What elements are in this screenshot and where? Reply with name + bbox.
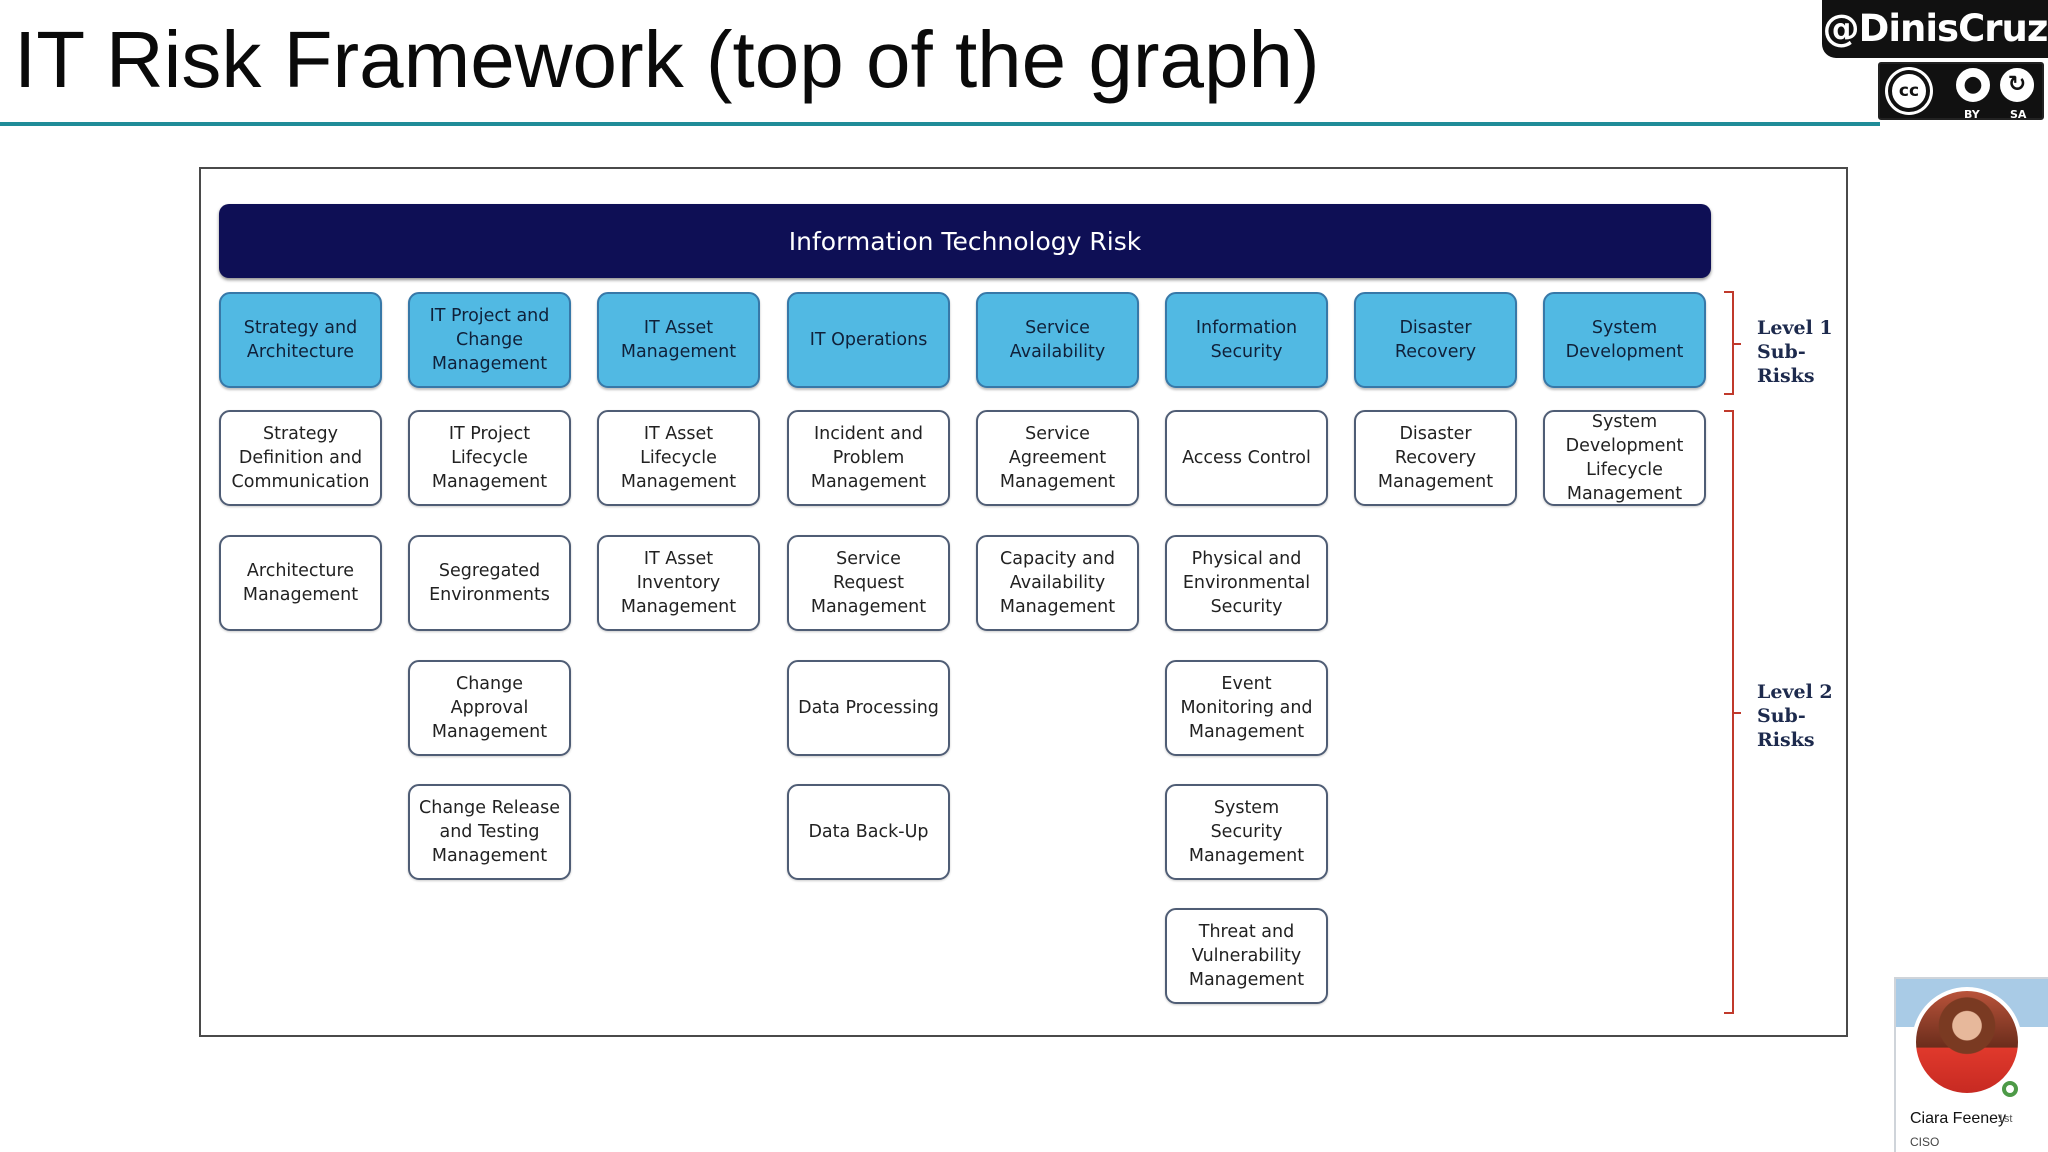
level2-risk-node: IT Asset Lifecycle Management [597,410,760,506]
level1-risk-node: IT Asset Management [597,292,760,388]
slide-title: IT Risk Framework (top of the graph) [14,15,1320,104]
level2-risk-node: Event Monitoring and Management [1165,660,1328,756]
level-2-bracket [1724,410,1741,1014]
level2-risk-node: Change Approval Management [408,660,571,756]
level1-risk-node: Strategy and Architecture [219,292,382,388]
level1-risk-node: System Development [1543,292,1706,388]
level2-risk-node: IT Asset Inventory Management [597,535,760,631]
level2-risk-node: Data Back-Up [787,784,950,880]
share-alike-icon: ↻ [2000,68,2034,102]
title-divider [0,122,1880,126]
level2-risk-node: Strategy Definition and Communication [219,410,382,506]
level1-risk-node: Disaster Recovery [1354,292,1517,388]
level2-risk-node: System Security Management [1165,784,1328,880]
level2-risk-node: Threat and Vulnerability Management [1165,908,1328,1004]
level-1-label: Level 1 Sub-Risks [1757,317,1833,387]
level1-risk-node: IT Operations [787,292,950,388]
license-by-label: BY [1964,108,1980,121]
participant-video-tile[interactable]: Ciara Feeney · 1st CISO [1894,977,2048,1152]
connection-degree: · 1st [1991,1113,2013,1125]
level2-risk-node: Physical and Environmental Security [1165,535,1328,631]
level1-risk-node: Information Security [1165,292,1328,388]
level1-risk-node: Service Availability [976,292,1139,388]
license-sa-label: SA [2010,108,2027,121]
participant-name: Ciara Feeney [1910,1110,2007,1127]
level2-risk-node: Segregated Environments [408,535,571,631]
level2-risk-node: Access Control [1165,410,1328,506]
level2-risk-node: Incident and Problem Management [787,410,950,506]
level1-risk-node: IT Project and Change Management [408,292,571,388]
level2-risk-node: Change Release and Testing Management [408,784,571,880]
level2-risk-node: Architecture Management [219,535,382,631]
level2-risk-node: Disaster Recovery Management [1354,410,1517,506]
online-status-icon [2002,1081,2018,1097]
cc-license-badge: cc ● ↻ BY SA [1878,62,2044,121]
author-handle-badge: @DinisCruz [1822,0,2048,58]
creative-commons-icon: cc [1888,70,1930,112]
level2-risk-node: System Development Lifecycle Management [1543,410,1706,506]
level-1-bracket [1724,291,1741,395]
level2-risk-node: Data Processing [787,660,950,756]
participant-avatar [1912,987,2022,1097]
level2-risk-node: Capacity and Availability Management [976,535,1139,631]
level2-risk-node: Service Request Management [787,535,950,631]
root-risk-node: Information Technology Risk [219,204,1711,278]
level2-risk-node: IT Project Lifecycle Management [408,410,571,506]
participant-role: CISO [1910,1135,1940,1149]
level2-risk-node: Service Agreement Management [976,410,1139,506]
level-2-label: Level 2 Sub-Risks [1757,681,1833,751]
attribution-icon: ● [1956,68,1990,102]
